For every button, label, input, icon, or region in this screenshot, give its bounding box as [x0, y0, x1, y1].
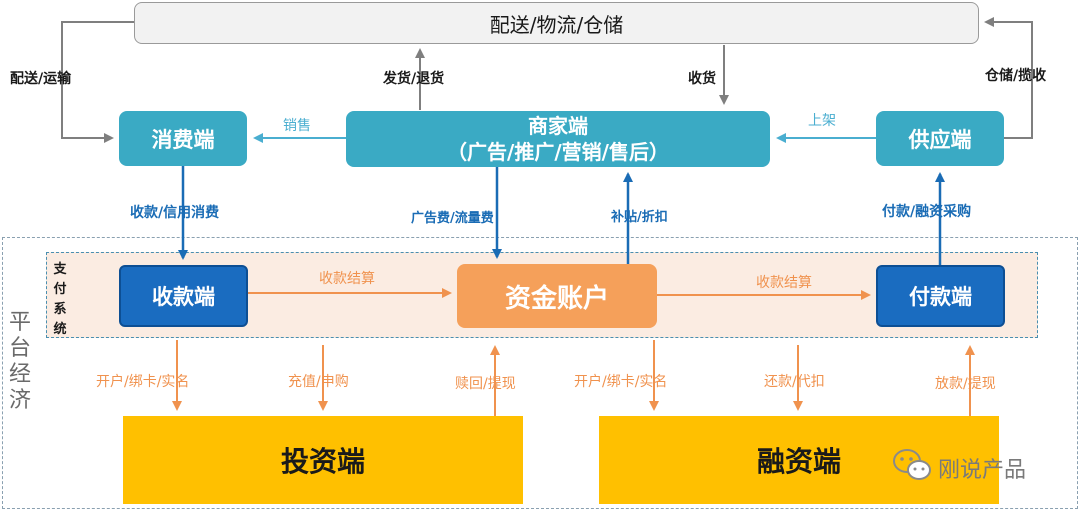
merchant-subtitle: （广告/推广/营销/售后）	[447, 140, 669, 164]
label-loan-withdraw: 放款/提现	[935, 376, 996, 392]
invest-node: 投资端	[123, 416, 523, 504]
label-repay-deduct: 还款/代扣	[764, 374, 825, 390]
label-storage-collect: 仓储/揽收	[985, 68, 1047, 84]
edge-storage-collect	[984, 17, 1033, 139]
supplier-node: 供应端	[876, 111, 1004, 166]
label-sales: 销售	[283, 118, 311, 134]
watermark-text: 刚说产品	[938, 458, 1027, 483]
label-pay-supply-finance: 付款/融资采购	[882, 204, 972, 220]
edge-delivery-transport	[61, 21, 134, 143]
platform-economy-label: 平台经济	[8, 310, 31, 413]
watermark: 刚说产品	[892, 448, 1026, 488]
label-settlement-left: 收款结算	[319, 271, 375, 287]
platform-economy-region	[2, 237, 1078, 509]
payout-node: 付款端	[876, 265, 1005, 327]
label-subsidy-discount: 补贴/折扣	[611, 210, 668, 225]
consumer-node: 消费端	[119, 111, 247, 166]
label-redeem-withdraw: 赎回/提现	[455, 376, 516, 392]
label-ship-return: 发货/退货	[383, 71, 445, 87]
label-shelve: 上架	[808, 113, 836, 129]
label-delivery-transport: 配送/运输	[10, 71, 72, 87]
label-ad-traffic-fee: 广告费/流量费	[411, 211, 494, 226]
payment-system-label: 支付系统	[53, 262, 67, 337]
collect-node: 收款端	[119, 265, 248, 327]
label-receive-goods: 收货	[688, 71, 716, 87]
merchant-node: 商家端 （广告/推广/营销/售后）	[346, 111, 770, 167]
label-settlement-right: 收款结算	[756, 275, 812, 291]
label-recharge-purchase: 充值/申购	[288, 374, 349, 390]
logistics-node: 配送/物流/仓储	[134, 2, 979, 44]
finance-node: 融资端	[599, 416, 999, 504]
label-open-bind-right: 开户/绑卡/实名	[574, 374, 668, 390]
fund-account-node: 资金账户	[457, 264, 657, 328]
wechat-icon	[892, 448, 932, 488]
label-collect-credit: 收款/信用消费	[130, 205, 220, 221]
merchant-title: 商家端	[528, 114, 588, 138]
label-open-bind-left: 开户/绑卡/实名	[96, 374, 190, 390]
